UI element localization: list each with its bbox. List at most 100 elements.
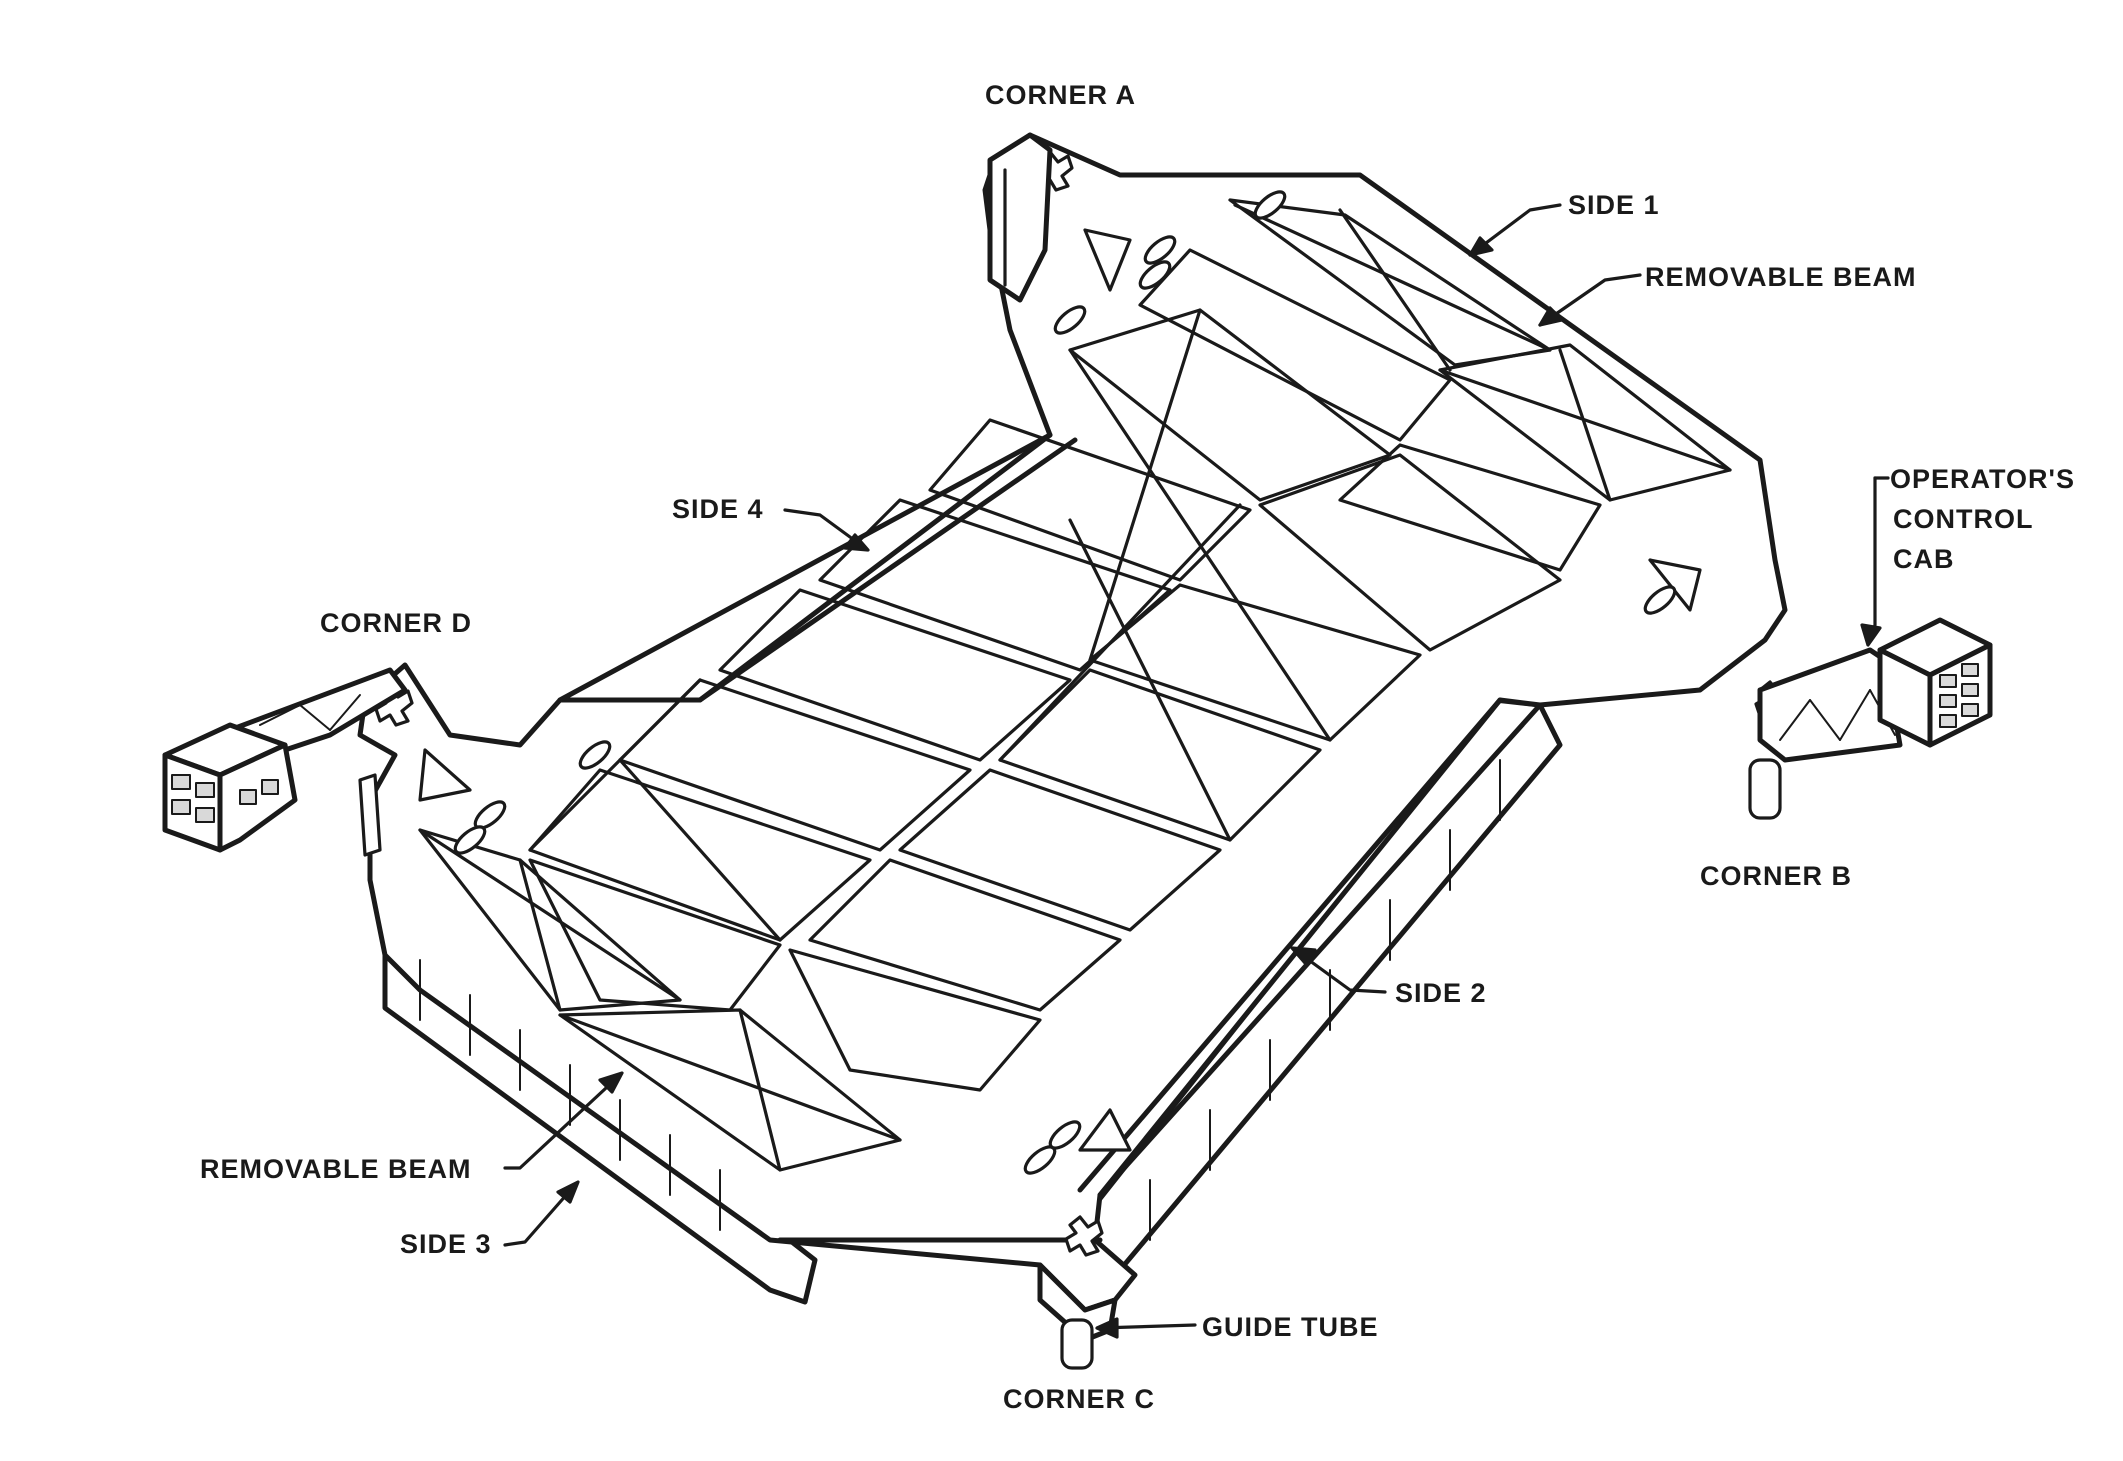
arrow-side-4 xyxy=(843,533,870,552)
label-side-2: SIDE 2 xyxy=(1395,978,1487,1008)
hole-triangle xyxy=(1648,558,1702,612)
window xyxy=(195,782,215,798)
bay xyxy=(818,498,1172,672)
arrow-removable-beam-bottom xyxy=(598,1071,624,1094)
hole-oval xyxy=(453,825,487,855)
corner-d-post xyxy=(358,773,382,857)
bay xyxy=(1068,308,1392,502)
corner-d-truss xyxy=(259,694,361,731)
window xyxy=(1939,674,1957,688)
window xyxy=(195,807,215,823)
label-side-1: SIDE 1 xyxy=(1568,190,1660,220)
arrow-guide-tube xyxy=(1095,1317,1119,1339)
hole-oval xyxy=(578,740,612,770)
brace xyxy=(1338,208,1452,372)
brace xyxy=(1068,518,1232,842)
truss xyxy=(299,704,331,731)
hole-oval xyxy=(1643,585,1677,615)
hole-oval xyxy=(1138,260,1172,290)
guide-tube-corner-b xyxy=(1748,758,1782,820)
corner-b-assembly xyxy=(1748,617,1993,820)
window xyxy=(1961,703,1979,717)
beam xyxy=(557,432,1053,703)
label-removable-beam-top: REMOVABLE BEAM xyxy=(1645,262,1917,292)
guide-tube-corner-c xyxy=(1060,1318,1094,1370)
label-corner-b: CORNER B xyxy=(1700,861,1852,891)
window xyxy=(261,779,279,795)
brace xyxy=(618,758,782,942)
leader-side-1 xyxy=(1468,203,1562,257)
arrow-removable-beam-top xyxy=(1538,306,1564,327)
labels: CORNER A SIDE 1 REMOVABLE BEAM OPERATOR'… xyxy=(200,80,2075,1414)
label-corner-d: CORNER D xyxy=(320,608,472,638)
bay xyxy=(1338,443,1602,572)
leader-removable-beam-bottom xyxy=(503,1073,622,1170)
label-side-3: SIDE 3 xyxy=(400,1229,492,1259)
bay xyxy=(808,858,1122,1012)
label-operator-cab-line3: CAB xyxy=(1893,544,1955,574)
platform-deck xyxy=(357,132,1794,1313)
arrow-side-1 xyxy=(1468,236,1494,257)
bay xyxy=(1138,248,1452,442)
brace xyxy=(1068,348,1332,742)
hole-oval xyxy=(1048,1120,1082,1150)
label-operator-cab-line2: CONTROL xyxy=(1893,504,2033,534)
brace xyxy=(518,858,562,1012)
beam xyxy=(1097,702,1543,1198)
brace xyxy=(528,678,702,852)
corner-d-box-windows xyxy=(171,774,279,823)
brace xyxy=(558,1013,902,1142)
window xyxy=(239,789,257,805)
brace xyxy=(998,503,1242,762)
hole-triangle xyxy=(1083,228,1132,292)
leader-side-3 xyxy=(503,1183,577,1247)
corner-a-housing xyxy=(987,132,1053,303)
hole-triangle xyxy=(1078,1108,1132,1152)
truss xyxy=(1779,699,1811,741)
truss xyxy=(259,704,301,726)
window xyxy=(1939,714,1957,728)
corner-d-assembly xyxy=(162,667,408,857)
hole-oval xyxy=(1053,305,1087,335)
operator-cab-windows xyxy=(1939,663,1979,728)
hole-oval xyxy=(1253,190,1287,220)
truss xyxy=(1809,699,1841,741)
cross-bracing xyxy=(418,203,1732,1172)
bay xyxy=(788,948,1042,1092)
corner-d-end-box-side xyxy=(217,742,298,853)
arrow-side-3 xyxy=(556,1180,580,1204)
beam xyxy=(697,437,1078,703)
truss xyxy=(329,694,361,731)
hole-triangle xyxy=(418,748,472,802)
label-corner-c: CORNER C xyxy=(1003,1384,1155,1414)
lightening-holes xyxy=(418,190,1702,1175)
brace xyxy=(738,1008,782,1172)
label-corner-a: CORNER A xyxy=(985,80,1136,110)
label-removable-beam-bottom: REMOVABLE BEAM xyxy=(200,1154,472,1184)
bay xyxy=(898,768,1222,932)
arrow-side-2 xyxy=(1290,946,1317,965)
brace xyxy=(418,828,682,1002)
window xyxy=(1961,683,1979,697)
label-guide-tube: GUIDE TUBE xyxy=(1202,1312,1379,1342)
beam xyxy=(1077,697,1503,1193)
brace xyxy=(1558,348,1612,502)
label-side-4: SIDE 4 xyxy=(672,494,764,524)
corner-b-arm xyxy=(1757,647,1903,763)
leader-operator-cab xyxy=(1868,476,1877,642)
arrow-operator-cab xyxy=(1860,623,1882,647)
window xyxy=(171,799,191,815)
lug-corner-c xyxy=(1064,1215,1104,1257)
longitudinal-beams xyxy=(557,432,1543,1243)
label-operator-cab-line1: OPERATOR'S xyxy=(1890,464,2075,494)
window xyxy=(171,774,191,790)
bay xyxy=(928,418,1252,582)
leader-side-4 xyxy=(783,508,867,550)
brace xyxy=(1233,203,1552,352)
leader-side-2 xyxy=(1293,948,1387,994)
bay xyxy=(1258,453,1562,652)
truss xyxy=(1839,689,1871,741)
brace xyxy=(1088,308,1202,662)
skirt-posts xyxy=(419,759,1501,1241)
